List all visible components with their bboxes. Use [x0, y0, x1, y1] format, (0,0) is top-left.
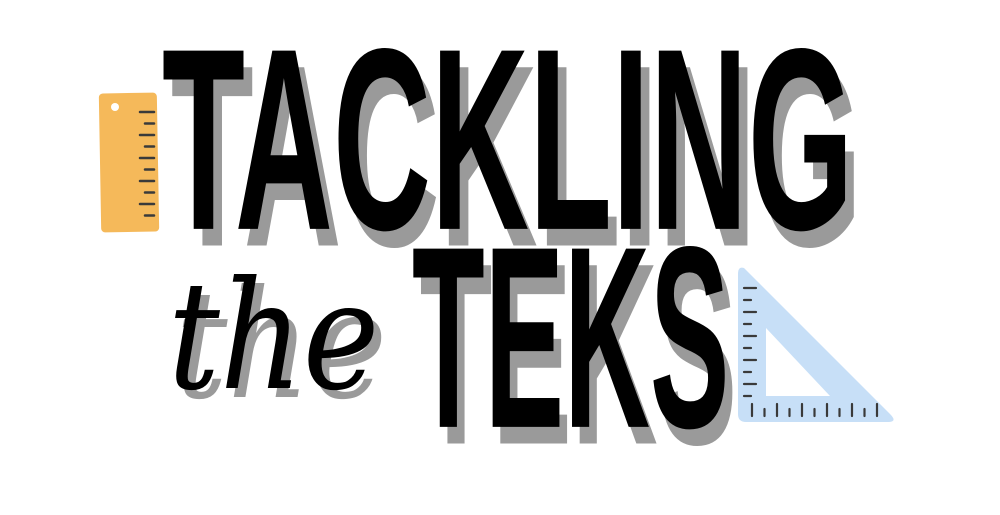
triangle-ruler-icon	[738, 267, 894, 422]
logo-line1: TACKLING	[162, 0, 854, 285]
logo-teks: TEKS	[412, 191, 730, 483]
logo-script: the	[168, 250, 380, 424]
ruler-icon	[98, 92, 160, 233]
